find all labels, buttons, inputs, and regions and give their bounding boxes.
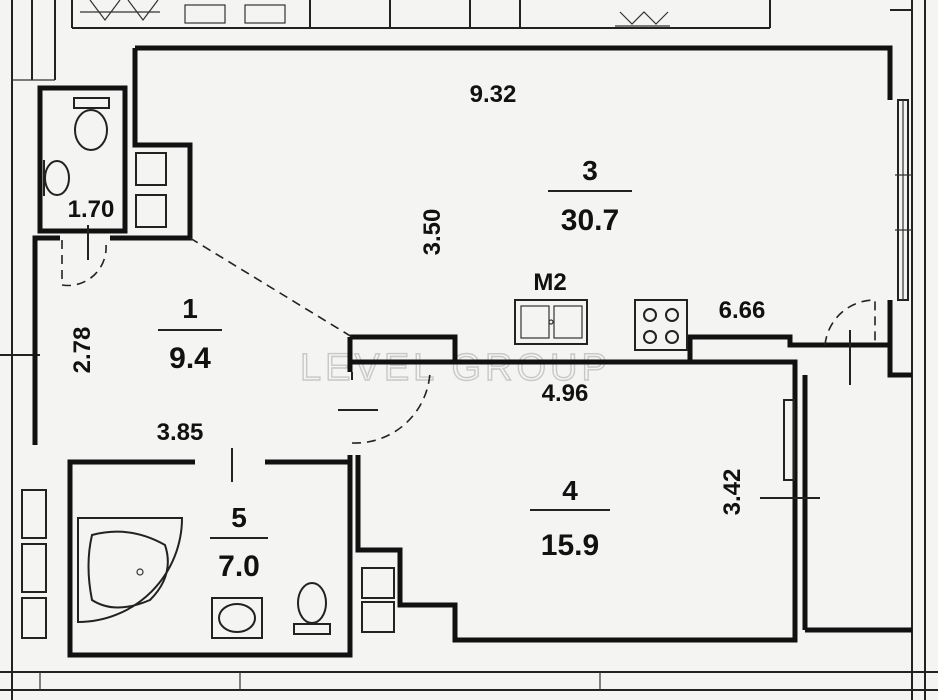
room5-area: 7.0 <box>218 550 260 583</box>
kitchen-sink <box>514 299 588 345</box>
partition-wall <box>347 334 825 375</box>
dim-room4-width: 4.96 <box>542 380 589 407</box>
right-strip <box>890 0 926 700</box>
window-room4 <box>760 399 820 499</box>
outer-wall <box>32 45 912 658</box>
room3-number: 3 <box>582 155 598 186</box>
dim-wc-width: 1.70 <box>68 196 115 223</box>
dim-room4-depth: 3.42 <box>719 469 746 516</box>
wc-door <box>61 240 107 287</box>
dim-kitchen-length: 6.66 <box>719 297 766 324</box>
bathroom-fixtures <box>77 517 331 639</box>
room4-cabinets <box>361 567 395 633</box>
top-strip <box>71 0 771 29</box>
wc-room <box>37 85 128 234</box>
room1-number: 1 <box>182 293 198 324</box>
dim-hall-depth: 2.78 <box>69 327 96 374</box>
cabinets <box>135 152 167 228</box>
room4-area: 15.9 <box>541 529 599 562</box>
meter-label: M2 <box>533 269 566 296</box>
room5-number: 5 <box>231 502 247 533</box>
room1-area: 9.4 <box>169 342 211 375</box>
left-strip <box>0 0 56 700</box>
hall-living-opening <box>189 237 353 338</box>
stove <box>634 299 688 351</box>
dim-living-depth: 3.50 <box>419 209 446 256</box>
window-right <box>895 99 912 301</box>
room3-area: 30.7 <box>561 204 619 237</box>
bottom-strip <box>0 671 938 691</box>
room4-number: 4 <box>562 475 578 506</box>
dim-living-width: 9.32 <box>470 81 517 108</box>
dim-hall-width: 3.85 <box>157 419 204 446</box>
